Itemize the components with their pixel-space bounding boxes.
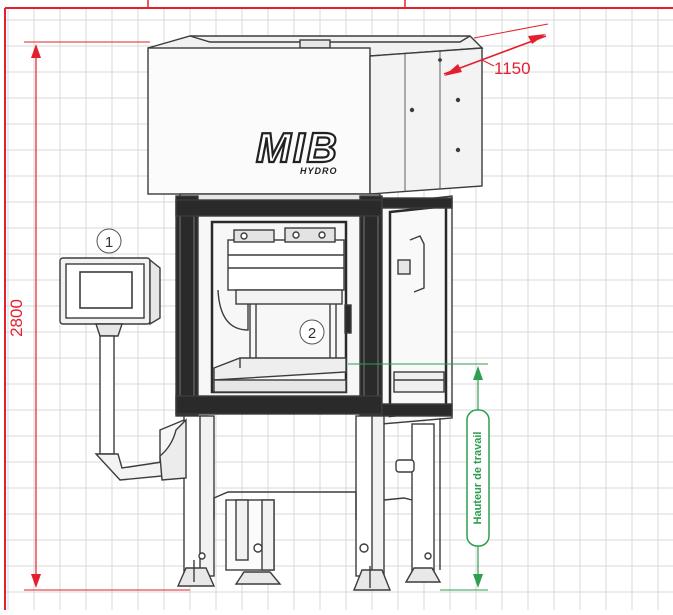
control-panel-screen xyxy=(79,271,133,309)
depth-dimension-label: 1150 xyxy=(494,59,531,78)
foot-back xyxy=(404,567,442,583)
working-height-label: Hauteur de travail xyxy=(472,432,484,525)
foot-left xyxy=(176,567,216,587)
callout-1: 1 xyxy=(96,228,122,254)
foot-center xyxy=(234,571,282,585)
panel-arm-post xyxy=(99,335,115,455)
upper-tool xyxy=(227,239,345,291)
brand-logo-subtext: HYDRO xyxy=(300,166,338,176)
height-dimension xyxy=(24,41,190,591)
head-side-face xyxy=(369,47,483,195)
working-height-dimension xyxy=(348,363,490,591)
callout-2-number: 2 xyxy=(308,325,316,342)
brand-logo: MIB xyxy=(256,124,339,171)
foot-right xyxy=(352,569,392,591)
lower-table xyxy=(213,357,347,381)
press-machine: MIB HYDRO xyxy=(59,35,484,591)
page-border xyxy=(4,0,673,610)
callout-1-number: 1 xyxy=(105,234,113,251)
top-rail xyxy=(175,199,383,217)
bottom-rail xyxy=(175,395,383,415)
head-front-face xyxy=(147,47,371,195)
height-dimension-label: 2800 xyxy=(7,299,26,337)
depth-dimension xyxy=(443,23,549,76)
callout-2: 2 xyxy=(299,319,325,345)
left-column xyxy=(175,195,199,417)
right-column xyxy=(359,195,383,417)
working-height-label-box xyxy=(466,409,490,547)
